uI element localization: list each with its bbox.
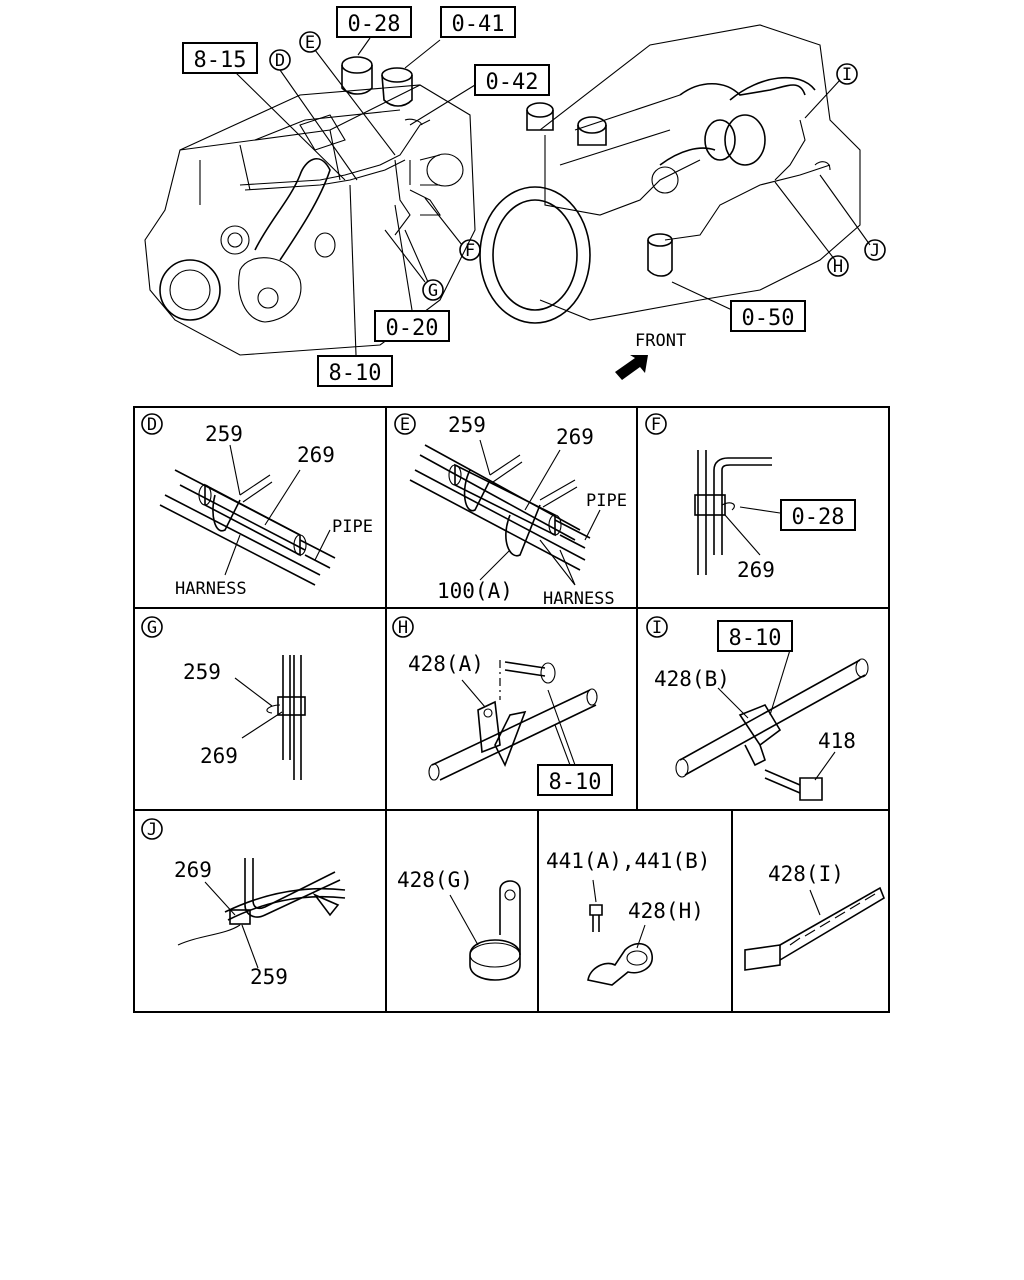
svg-text:259: 259: [448, 413, 486, 437]
svg-text:E: E: [400, 415, 410, 435]
left-engine-drawing: [144, 37, 476, 356]
callout-8-10: 8-10: [317, 355, 393, 387]
detail-F: F 0-28 269: [645, 413, 856, 582]
svg-text:428(H): 428(H): [628, 899, 704, 923]
callout-0-41: 0-41: [440, 6, 516, 38]
svg-text:I: I: [652, 618, 662, 638]
svg-text:0-41: 0-41: [452, 12, 505, 37]
callout-0-42: 0-42: [474, 64, 550, 96]
svg-text:0-42: 0-42: [486, 70, 539, 95]
svg-text:0-20: 0-20: [386, 316, 439, 341]
callout-0-20: 0-20: [374, 310, 450, 342]
svg-text:269: 269: [297, 443, 335, 467]
svg-text:E: E: [305, 33, 315, 53]
detail-D: D 259 269 PIPE HARNESS: [141, 413, 373, 599]
svg-text:259: 259: [205, 422, 243, 446]
detail-G: G 259 269: [141, 616, 306, 780]
svg-text:269: 269: [174, 858, 212, 882]
svg-text:8-10: 8-10: [729, 626, 782, 651]
svg-text:J: J: [870, 241, 880, 261]
front-label: FRONT: [635, 331, 686, 351]
svg-text:8-15: 8-15: [194, 48, 247, 73]
detail-grid: [133, 406, 890, 1013]
detail-I: I 8-10 428(B) 418: [646, 616, 869, 801]
svg-text:100(A): 100(A): [437, 579, 513, 603]
svg-text:269: 269: [556, 425, 594, 449]
detail-H: H 428(A) 8-10: [392, 616, 613, 796]
svg-text:H: H: [398, 618, 408, 638]
view-marker-H: H: [827, 255, 849, 277]
svg-text:PIPE: PIPE: [332, 517, 373, 537]
svg-text:259: 259: [183, 660, 221, 684]
svg-text:H: H: [833, 257, 843, 277]
callout-0-50: 0-50: [730, 300, 806, 332]
svg-text:269: 269: [737, 558, 775, 582]
svg-text:428(I): 428(I): [768, 862, 844, 886]
svg-text:HARNESS: HARNESS: [543, 589, 615, 609]
svg-text:8-10: 8-10: [329, 361, 382, 386]
detail-E: E 259 269 PIPE 100(A) HARNESS: [394, 413, 627, 609]
part-428I-cable-tie: 428(I): [744, 862, 885, 971]
part-428G: 428(G): [397, 868, 521, 981]
detail-J: J 269 259: [141, 818, 346, 989]
svg-text:F: F: [651, 415, 661, 435]
svg-text:D: D: [147, 415, 157, 435]
front-arrow-icon: [615, 355, 648, 380]
view-marker-J: J: [864, 239, 886, 261]
svg-text:0-28: 0-28: [348, 12, 401, 37]
right-engine-drawing: [479, 24, 871, 380]
svg-text:PIPE: PIPE: [586, 491, 627, 511]
part-441-428H: 441(A),441(B) 428(H): [546, 849, 710, 986]
svg-text:428(G): 428(G): [397, 868, 473, 892]
view-marker-G: G: [422, 279, 444, 301]
view-marker-D: D: [269, 49, 291, 71]
view-marker-I: I: [836, 63, 858, 85]
svg-text:G: G: [428, 281, 438, 301]
svg-text:8-10: 8-10: [549, 770, 602, 795]
svg-text:G: G: [147, 618, 157, 638]
svg-text:418: 418: [818, 729, 856, 753]
svg-text:441(A),441(B): 441(A),441(B): [546, 849, 710, 873]
callout-8-15: 8-15: [182, 42, 258, 74]
svg-text:0-28: 0-28: [792, 505, 845, 530]
svg-text:428(A): 428(A): [408, 652, 484, 676]
callout-0-28: 0-28: [336, 6, 412, 38]
svg-text:0-50: 0-50: [742, 306, 795, 331]
svg-text:428(B): 428(B): [654, 667, 730, 691]
svg-text:D: D: [275, 51, 285, 71]
view-marker-E: E: [299, 31, 321, 53]
svg-text:259: 259: [250, 965, 288, 989]
svg-text:HARNESS: HARNESS: [175, 579, 247, 599]
svg-text:269: 269: [200, 744, 238, 768]
svg-text:F: F: [465, 241, 475, 261]
svg-text:J: J: [147, 820, 157, 840]
view-marker-F: F: [459, 239, 481, 261]
svg-text:I: I: [842, 65, 852, 85]
